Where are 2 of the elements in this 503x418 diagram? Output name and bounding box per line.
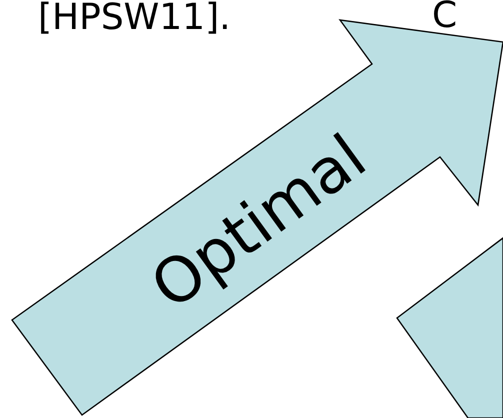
text-label: [HPSW11]. [38, 0, 231, 36]
text-label: C [432, 0, 458, 34]
